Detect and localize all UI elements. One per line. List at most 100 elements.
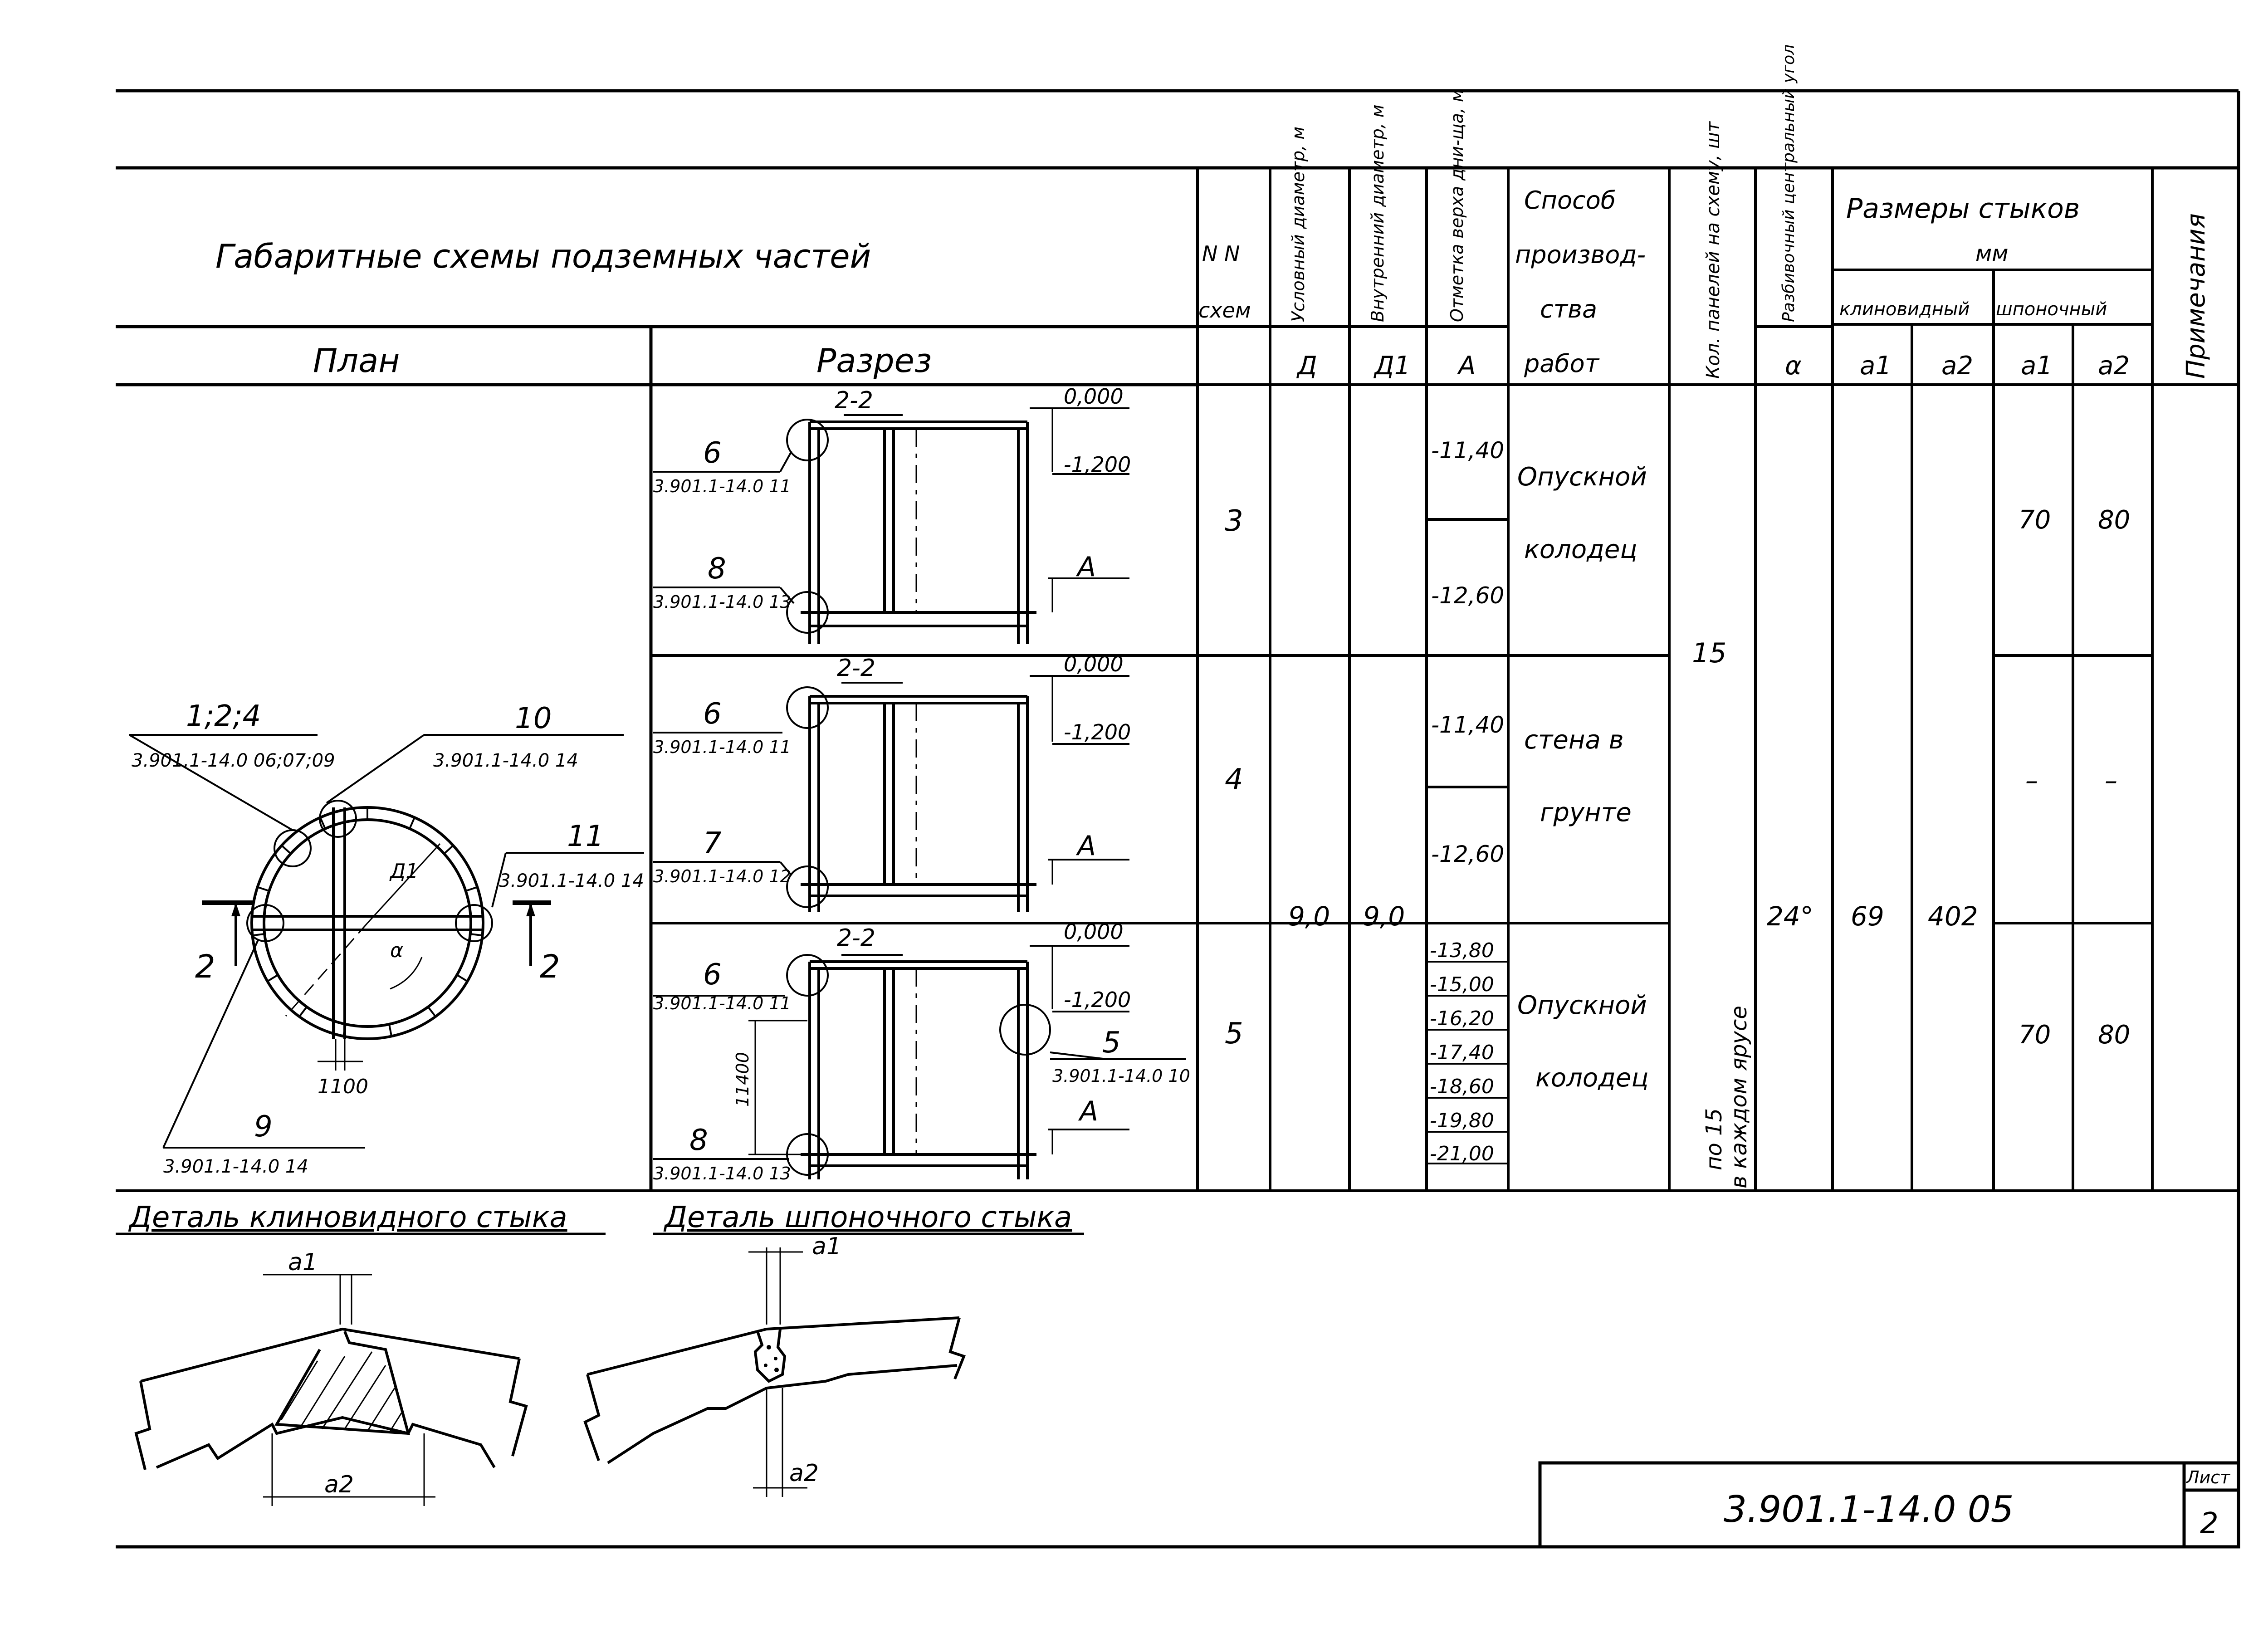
row4-method-1: стена в [1524, 725, 1624, 755]
table-grid [116, 168, 2239, 1192]
title-stamp [1538, 1461, 2240, 1549]
row5-mark-grid [1427, 961, 1508, 1164]
col-method-4: работ [1524, 349, 1600, 378]
shared-panels-note-2: в каждом ярусе [1726, 1006, 1752, 1188]
row5-number: 5 [1225, 1017, 1243, 1051]
col-notes: Примечания [2181, 213, 2211, 379]
section-1-shape [653, 407, 1129, 644]
section-1-top: 0,000 [1064, 384, 1124, 409]
key-detail-title: Деталь шпоночного стыка [663, 1201, 1072, 1234]
section-2-callout-1: 6 [703, 697, 722, 731]
key-a2-label: а2 [789, 1460, 819, 1487]
sym-wedge-a2: а2 [1941, 351, 1973, 381]
plan-alpha-label: α [390, 939, 403, 962]
stamp-sheet-label: Лист [2185, 1467, 2231, 1487]
plan-d1-label: Д1 [389, 860, 418, 883]
sym-alpha: α [1785, 351, 1802, 381]
row3-method-2: колодец [1524, 535, 1637, 564]
plan-callout-9: 9 [254, 1110, 273, 1144]
col-joints: Размеры стыков [1846, 193, 2080, 225]
section-label: Разрез [816, 342, 932, 380]
section-2-a: А [1075, 830, 1096, 862]
plan-cut-left: 2 [195, 948, 215, 985]
row3-number: 3 [1225, 504, 1243, 538]
plan-callout-1-ref: 3.901.1-14.0 06;07;09 [132, 750, 335, 771]
section-1-a: А [1075, 551, 1096, 583]
col-method-2: производ- [1515, 240, 1646, 269]
shared-d: 9,0 [1288, 901, 1330, 932]
section-1-cut: 2-2 [835, 387, 873, 414]
col-method-3: ства [1540, 295, 1597, 323]
col-nn: N N [1202, 241, 1240, 266]
section-3-callout-2: 8 [689, 1124, 708, 1157]
section-2-callout-2-ref: 3.901.1-14.0 12 [653, 866, 791, 886]
plan-leaders [128, 734, 644, 1149]
plan-callout-11-ref: 3.901.1-14.0 14 [499, 870, 644, 891]
row4-key-a1: – [2025, 766, 2038, 796]
sheet-frame [116, 89, 2240, 1549]
section-3-dim: 11400 [733, 1052, 753, 1107]
wedge-joint-drawing [134, 1274, 528, 1506]
row5-mark-4: -17,40 [1430, 1041, 1494, 1064]
plan-ring [246, 800, 493, 1040]
wedge-a1-label: а1 [288, 1249, 318, 1276]
sym-a: А [1457, 351, 1476, 381]
col-d-inner: Внутренний диаметр, м [1368, 104, 1388, 322]
plan-callout-11: 11 [567, 820, 604, 853]
section-1-callout-2-ref: 3.901.1-14.0 13 [653, 592, 791, 612]
stamp-code: 3.901.1-14.0 05 [1724, 1488, 2014, 1530]
col-angle: Разбивочный центральный угол [1779, 44, 1798, 322]
shared-angle: 24° [1767, 901, 1813, 932]
col-panels: Кол. панелей на схему, шт [1703, 121, 1724, 379]
row5-key-a1: 70 [2019, 1020, 2051, 1050]
section-3-cut: 2-2 [837, 924, 875, 952]
section-3-callout-1: 6 [703, 958, 722, 992]
section-1-callout-1: 6 [703, 436, 722, 470]
sym-wedge-a1: а1 [1860, 351, 1892, 381]
section-3-callout-3-ref: 3.901.1-14.0 10 [1052, 1066, 1190, 1086]
row4-key-a2: – [2105, 766, 2117, 796]
row5-mark-1: -13,80 [1430, 939, 1494, 962]
section-3-top: 0,000 [1064, 919, 1124, 944]
section-1-lvl: -1,200 [1064, 452, 1131, 477]
row5-key-a2: 80 [2098, 1020, 2130, 1050]
row5-mark-7: -21,00 [1430, 1142, 1494, 1165]
sym-d1: Д1 [1373, 351, 1410, 381]
key-joint-drawing [583, 1247, 966, 1497]
key-a1-label: а1 [812, 1233, 841, 1260]
section-3-callout-1-ref: 3.901.1-14.0 11 [653, 993, 791, 1013]
plan-callout-9-ref: 3.901.1-14.0 14 [163, 1156, 308, 1177]
shared-panels-note-1: по 15 [1701, 1108, 1727, 1170]
row3-key-a2: 80 [2098, 505, 2130, 535]
row5-mark-2: -15,00 [1430, 973, 1494, 996]
row5-method-2: колодец [1535, 1063, 1648, 1093]
section-2-shape [653, 675, 1129, 912]
row3-key-a1: 70 [2019, 505, 2051, 535]
row3-mark-1: -11,40 [1431, 437, 1504, 464]
cut-arrow-right-icon [526, 903, 535, 916]
col-key: шпоночный [1996, 299, 2107, 320]
shared-wedge-a1: 69 [1851, 901, 1884, 932]
section-2-cut: 2-2 [837, 655, 875, 682]
row5-mark-5: -18,60 [1430, 1075, 1494, 1098]
wedge-a2-label: а2 [324, 1471, 354, 1498]
plan-callout-10-ref: 3.901.1-14.0 14 [433, 750, 578, 771]
shared-wedge-a2: 402 [1928, 901, 1978, 932]
section-1-callout-1-ref: 3.901.1-14.0 11 [653, 476, 791, 496]
section-1-callout-2: 8 [708, 552, 726, 586]
wedge-detail-title: Деталь клиновидного стыка [128, 1201, 567, 1234]
row4-mark-1: -11,40 [1431, 712, 1504, 738]
plan-callout-1: 1;2;4 [186, 699, 261, 733]
plan-dim-1100: 1100 [318, 1075, 368, 1098]
row5-mark-3: -16,20 [1430, 1007, 1494, 1030]
wedge-hatching [280, 1351, 402, 1432]
row4-mark-2: -12,60 [1431, 841, 1504, 867]
row3-method-1: Опускной [1517, 462, 1647, 492]
section-3-lvl: -1,200 [1064, 988, 1131, 1012]
plan-panel-joints [253, 807, 482, 1037]
col-schem: схем [1198, 298, 1251, 323]
key-concrete-dots [764, 1345, 779, 1372]
shared-panels: 15 [1692, 637, 1726, 669]
section-2-lvl: -1,200 [1064, 720, 1131, 744]
